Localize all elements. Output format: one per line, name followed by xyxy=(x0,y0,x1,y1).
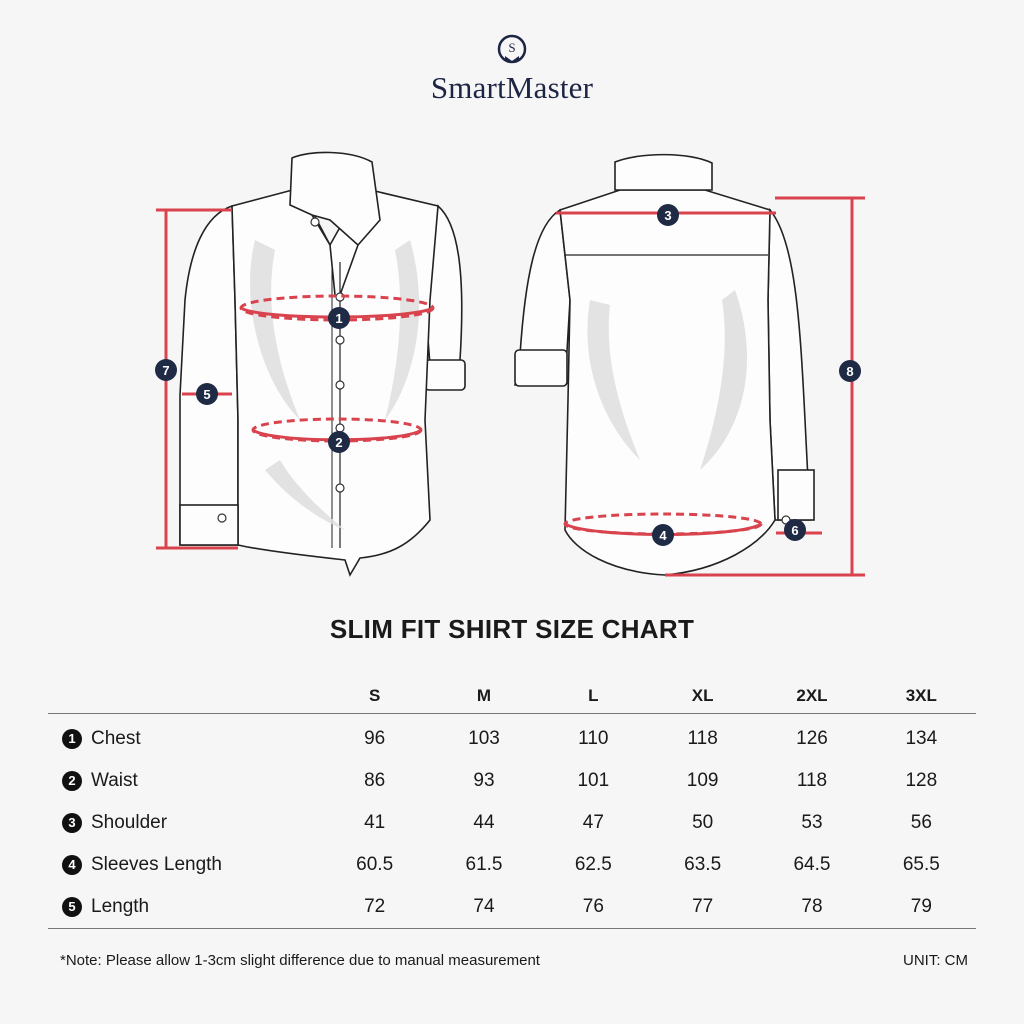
table-cell: 63.5 xyxy=(684,854,722,875)
row-label: 2 Waist xyxy=(48,760,320,802)
row-number-badge: 4 xyxy=(62,855,82,875)
marker-5: 5 xyxy=(196,383,218,405)
header-size-m: M xyxy=(429,678,539,714)
svg-text:1: 1 xyxy=(335,311,342,326)
row-label-text: Chest xyxy=(91,728,141,749)
header-size-xl: XL xyxy=(647,678,758,714)
table-cell: 72 xyxy=(320,886,430,929)
row-label: 5 Length xyxy=(48,886,320,929)
back-shirt-shading xyxy=(587,290,748,470)
svg-text:5: 5 xyxy=(203,387,210,402)
row-label-text: Waist xyxy=(91,770,138,791)
table-row-chest: 1 Chest 96 103 110 118 126 134 xyxy=(48,714,976,761)
table-cell: 61.5 xyxy=(465,854,503,875)
row-label-text: Length xyxy=(91,896,150,917)
table-cell: 65.5 xyxy=(902,854,940,875)
unit-label: UNIT: CM xyxy=(903,952,968,969)
table-cell: 118 xyxy=(687,728,718,749)
front-shirt-buttons xyxy=(217,217,345,523)
table-cell: 93 xyxy=(473,770,495,791)
table-row-waist: 2 Waist 86 93 101 109 118 128 xyxy=(48,760,976,802)
measurement-note: *Note: Please allow 1-3cm slight differe… xyxy=(60,952,540,969)
marker-3: 3 xyxy=(657,204,679,226)
table-cell: 62.5 xyxy=(574,854,612,875)
marker-1: 1 xyxy=(328,307,350,329)
table-cell: 134 xyxy=(905,728,938,749)
marker-7: 7 xyxy=(155,359,177,381)
row-number-badge: 3 xyxy=(62,813,82,833)
table-cell: 79 xyxy=(866,886,976,929)
table-cell: 47 xyxy=(582,812,604,833)
shirt-illustration: 1 2 3 4 5 6 7 8 xyxy=(155,151,865,577)
marker-2: 2 xyxy=(328,431,350,453)
table-cell: 118 xyxy=(796,770,828,791)
brand-logo-letter: S xyxy=(508,40,515,55)
front-shirt-shading xyxy=(250,240,420,530)
brand-logo-icon: S xyxy=(497,34,527,64)
row-label-text: Shoulder xyxy=(91,812,168,833)
svg-text:3: 3 xyxy=(664,208,671,223)
table-cell: 56 xyxy=(910,812,932,833)
table-cell: 50 xyxy=(692,812,714,833)
table-cell: 110 xyxy=(578,728,609,749)
brand-header: S SmartMaster xyxy=(0,30,1024,106)
marker-4: 4 xyxy=(652,524,674,546)
svg-text:4: 4 xyxy=(659,528,667,543)
table-cell: 101 xyxy=(577,770,610,791)
header-label-cell xyxy=(48,678,320,714)
svg-text:8: 8 xyxy=(846,364,853,379)
table-cell: 126 xyxy=(796,728,828,749)
svg-text:7: 7 xyxy=(162,363,169,378)
chart-title: SLIM FIT SHIRT SIZE CHART xyxy=(329,614,695,644)
table-cell: 77 xyxy=(647,886,758,929)
table-cell: 128 xyxy=(905,770,938,791)
table-cell: 103 xyxy=(468,728,500,749)
row-label: 1 Chest xyxy=(48,714,320,761)
table-cell: 109 xyxy=(686,770,719,791)
header-size-l: L xyxy=(538,678,648,714)
row-number-badge: 1 xyxy=(62,729,82,749)
svg-text:6: 6 xyxy=(791,523,798,538)
size-table: S M L XL 2XL 3XL 1 Chest 96 103 110 118 1… xyxy=(48,678,976,929)
table-row-shoulder: 3 Shoulder 41 44 47 50 53 56 xyxy=(48,802,976,844)
table-cell: 96 xyxy=(364,728,386,749)
table-cell: 64.5 xyxy=(793,854,831,875)
row-number-badge: 2 xyxy=(62,771,82,791)
marker-8: 8 xyxy=(839,360,861,382)
table-cell: 44 xyxy=(473,812,495,833)
table-row-length: 5 Length 72 74 76 77 78 79 xyxy=(48,886,976,929)
table-cell: 86 xyxy=(364,770,386,791)
header-size-2xl: 2XL xyxy=(757,678,867,714)
row-label: 4 Sleeves Length xyxy=(48,844,320,886)
table-cell: 78 xyxy=(757,886,867,929)
table-cell: 41 xyxy=(364,812,386,833)
table-cell: 74 xyxy=(429,886,539,929)
row-number-badge: 5 xyxy=(62,897,82,917)
brand-name: SmartMaster xyxy=(430,70,594,105)
table-cell: 76 xyxy=(538,886,648,929)
header-size-s: S xyxy=(320,678,430,714)
table-header-row: S M L XL 2XL 3XL xyxy=(48,678,976,714)
header-size-3xl: 3XL xyxy=(866,678,976,714)
table-cell: 53 xyxy=(801,812,823,833)
back-shirt-drawing xyxy=(514,153,815,576)
marker-6: 6 xyxy=(784,519,806,541)
row-label: 3 Shoulder xyxy=(48,802,320,844)
svg-text:2: 2 xyxy=(335,435,342,450)
row-label-text: Sleeves Length xyxy=(91,854,222,875)
table-row-sleeves-length: 4 Sleeves Length 60.5 61.5 62.5 63.5 64.5… xyxy=(48,844,976,886)
table-cell: 60.5 xyxy=(356,854,394,875)
